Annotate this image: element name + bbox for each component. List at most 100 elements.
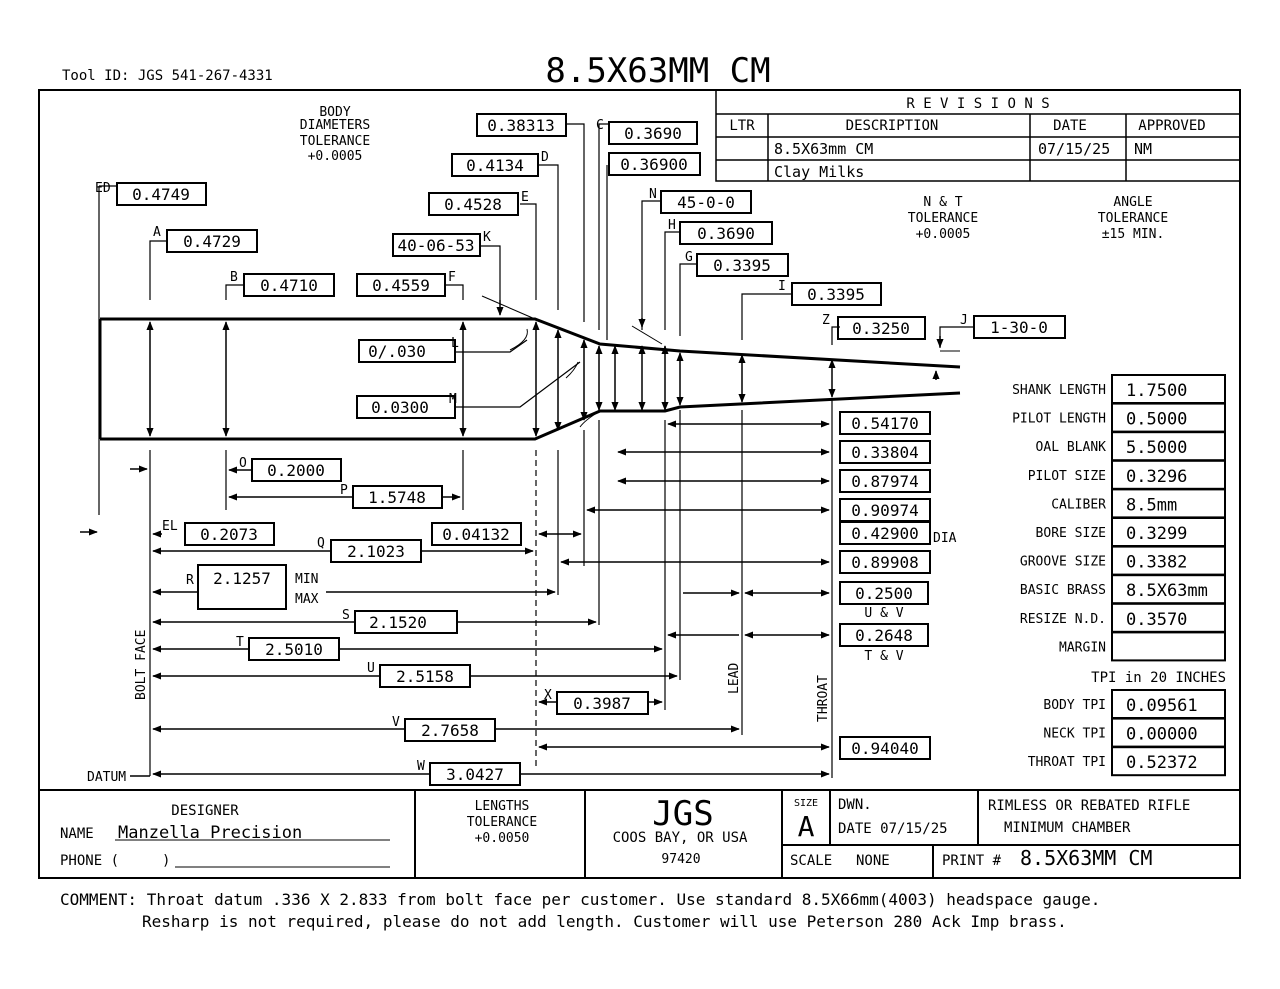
leader-lines [98, 123, 974, 778]
svg-text:H: H [668, 218, 676, 233]
dim-r5-value: 0.42900 [851, 524, 918, 543]
spec-groove-size-value: 0.3382 [1126, 553, 1187, 573]
svg-text:+0.0005: +0.0005 [916, 227, 971, 242]
svg-text:N & T: N & T [923, 195, 962, 210]
svg-text:O: O [239, 456, 247, 471]
svg-text:RIMLESS OR REBATED RIFLE: RIMLESS OR REBATED RIFLE [988, 798, 1190, 814]
svg-text:Z: Z [822, 313, 830, 328]
dim-g-value: 0.3395 [713, 256, 771, 275]
dim-v-value: 2.7658 [421, 721, 479, 740]
length-arrows [80, 300, 944, 778]
svg-text:NAME: NAME [60, 826, 94, 842]
dim-q-value: 2.1023 [347, 542, 405, 561]
dim-r9-value: 0.94040 [851, 739, 918, 758]
svg-text:NONE: NONE [856, 853, 890, 869]
svg-text:D: D [541, 150, 549, 165]
svg-text:R: R [186, 573, 194, 588]
dim-r7-value: 0.2500 [855, 584, 913, 603]
dim-r-value: 2.1257 [213, 569, 271, 588]
dim-f-value: 0.4559 [372, 276, 430, 295]
size-block: SIZE A DWN. DATE 07/15/25 RIMLESS OR REB… [790, 797, 1190, 870]
svg-text:DWN.: DWN. [838, 797, 872, 813]
length-tolerance-note: LENGTHS TOLERANCE +0.0050 [467, 799, 537, 846]
svg-text:ED: ED [95, 181, 111, 196]
svg-text:V: V [392, 715, 400, 730]
spec-bore-size-value: 0.3299 [1126, 524, 1187, 544]
designer-name: Manzella Precision [118, 823, 302, 843]
svg-text:BODY: BODY [319, 105, 350, 120]
svg-text:T: T [236, 635, 244, 650]
designer-block: DESIGNER NAME Manzella Precision PHONE (… [60, 803, 390, 869]
spec-groove-size-label: GROOVE SIZE [1020, 555, 1106, 570]
svg-text:EL: EL [162, 519, 178, 534]
dim-q2-value: 0.04132 [442, 525, 509, 544]
dim-u-value: 2.5158 [396, 667, 454, 686]
comment-line-1: COMMENT: Throat datum .336 X 2.833 from … [60, 890, 1100, 909]
dimension-letters: ED A B F E D K C N H G I Z J L M O P EL … [95, 118, 968, 774]
tpi-neck-tpi-value: 0.00000 [1126, 725, 1198, 745]
lead-label: LEAD [727, 663, 742, 694]
spec-pilot-size-value: 0.3296 [1126, 467, 1187, 487]
spec-pilot-length-label: PILOT LENGTH [1012, 412, 1106, 427]
dim-tv-label: T & V [864, 649, 903, 664]
print-number: 8.5X63MM CM [1020, 846, 1152, 870]
spec-shank-length-label: SHANK LENGTH [1012, 383, 1106, 398]
nt-tolerance-note: N & T TOLERANCE +0.0005 [908, 195, 978, 242]
svg-text:): ) [162, 853, 170, 869]
revisions-block [715, 89, 1241, 182]
dimension-values: 0.4749 0.4729 0.4710 0.4559 0.4528 0.413… [132, 116, 1048, 784]
svg-text:W: W [417, 759, 425, 774]
dim-c-top-value: 0.38313 [487, 116, 554, 135]
spec-margin-value-box [1111, 631, 1226, 662]
spec-caliber-label: CALIBER [1051, 497, 1106, 512]
spec-margin-label: MARGIN [1059, 640, 1106, 655]
svg-text:97420: 97420 [661, 852, 700, 867]
spec-caliber-value: 8.5mm [1126, 495, 1177, 515]
company-logo: JGS [652, 794, 713, 834]
spec-shank-length-value: 1.7500 [1126, 381, 1187, 401]
dim-a-value: 0.4729 [183, 232, 241, 251]
svg-text:+0.0050: +0.0050 [475, 831, 530, 846]
svg-text:SCALE: SCALE [790, 853, 832, 869]
svg-text:Q: Q [317, 536, 325, 551]
tpi-throat-tpi-value-box [1111, 746, 1226, 777]
svg-text:TOLERANCE: TOLERANCE [908, 211, 978, 226]
dim-d-value: 0.4134 [466, 156, 524, 175]
svg-text:C: C [596, 118, 604, 133]
size-value: A [798, 810, 815, 843]
dim-dia-label: DIA [933, 531, 957, 546]
bolt-face-label: BOLT FACE [134, 630, 149, 700]
comment-line-2: Resharp is not required, please do not a… [142, 912, 1067, 931]
svg-text:ANGLE: ANGLE [1113, 195, 1152, 210]
svg-text:TOLERANCE: TOLERANCE [1098, 211, 1168, 226]
rev-row2-description: Clay Milks [774, 163, 864, 181]
dim-w-value: 3.0427 [446, 765, 504, 784]
svg-text:N: N [649, 187, 657, 202]
svg-text:DIAMETERS: DIAMETERS [300, 118, 370, 133]
svg-text:S: S [342, 608, 350, 623]
spec-resize-n-d--value: 0.3570 [1126, 610, 1187, 630]
dim-ed-value: 0.4749 [132, 185, 190, 204]
dim-r8-value: 0.2648 [855, 626, 913, 645]
throat-label: THROAT [816, 675, 831, 722]
rev-row1-date: 07/15/25 [1038, 140, 1110, 158]
svg-text:PHONE (: PHONE ( [60, 853, 119, 869]
svg-text:X: X [544, 688, 552, 703]
tpi-throat-tpi-value: 0.52372 [1126, 753, 1198, 773]
tpi-throat-tpi-label: THROAT TPI [1028, 755, 1106, 770]
revisions-heading: R E V I S I O N S [906, 96, 1049, 112]
dim-t-value: 2.5010 [265, 640, 323, 659]
dim-r-min: MIN [295, 572, 318, 587]
svg-text:F: F [448, 270, 456, 285]
spec-resize-n-d--label: RESIZE N.D. [1020, 612, 1106, 627]
dim-c-value: 0.3690 [624, 124, 682, 143]
drawing-title: 8.5X63MM CM [545, 51, 770, 91]
rev-row1-description: 8.5X63mm CM [774, 140, 873, 158]
svg-text:LENGTHS: LENGTHS [475, 799, 530, 814]
svg-text:±15 MIN.: ±15 MIN. [1102, 227, 1165, 242]
dim-j-value: 1-30-0 [990, 318, 1048, 337]
rev-row1-approved: NM [1134, 140, 1152, 158]
spec-bore-size-label: BORE SIZE [1036, 526, 1106, 541]
title-block [39, 789, 1240, 878]
svg-text:U: U [367, 661, 375, 676]
